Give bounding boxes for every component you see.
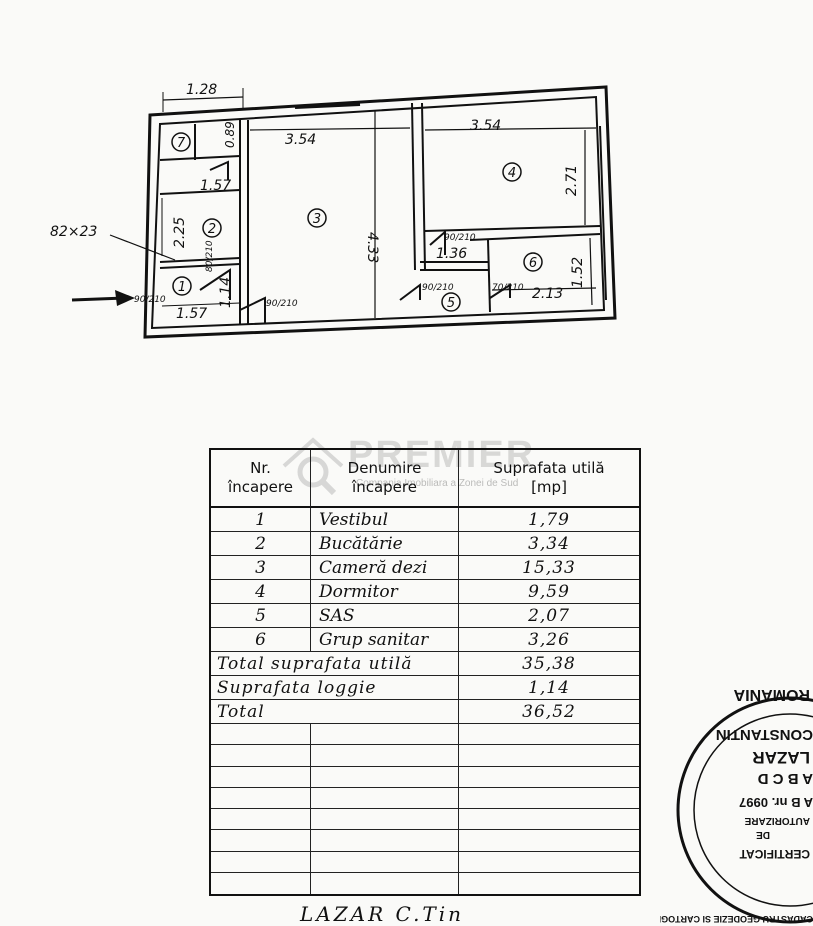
- row-6-nr: 6: [211, 628, 311, 652]
- row-3-area: 15,33: [459, 556, 639, 580]
- door-label-sas: 90/210: [422, 283, 454, 293]
- room-number-5: 5: [447, 296, 455, 311]
- room-number-7: 7: [177, 136, 186, 151]
- door-label-bedroom: 90/210: [444, 233, 476, 243]
- row-2-nr: 2: [211, 532, 311, 556]
- dim-2-71: 2.71: [564, 165, 580, 196]
- total-useful-label: Total suprafata utilă: [211, 652, 459, 676]
- inner-wall: [150, 95, 606, 330]
- room-number-6: 6: [529, 256, 537, 271]
- dim-1-52: 1.52: [570, 257, 586, 288]
- total-useful-value: 35,38: [459, 652, 639, 676]
- header-suprafata: Suprafata utilă[mp]: [459, 450, 639, 508]
- room-number-3: 3: [313, 212, 321, 227]
- empty-cell: [311, 766, 459, 788]
- row-6-name: Grup sanitar: [311, 628, 459, 652]
- header-nr: Nr.încapere: [211, 450, 311, 508]
- loggia-area-value: 1,14: [459, 676, 639, 700]
- empty-cell: [211, 851, 311, 873]
- stamp-line-ring: CADASTRU GEODEZIE SI CARTOGRAFIE: [660, 914, 813, 924]
- empty-cell: [211, 872, 311, 894]
- row-4-nr: 4: [211, 580, 311, 604]
- row-1-name: Vestibul: [311, 508, 459, 532]
- empty-cell: [311, 851, 459, 873]
- dim-3-54-right: 3.54: [470, 118, 501, 134]
- empty-cell: [311, 830, 459, 852]
- row-5-nr: 5: [211, 604, 311, 628]
- row-2-area: 3,34: [459, 532, 639, 556]
- cadastral-stamp: ROMANIA CONSTANTIN LAZAR A B C D A B nr.…: [660, 686, 813, 924]
- row-1-area: 1,79: [459, 508, 639, 532]
- room-number-1: 1: [178, 280, 186, 295]
- empty-cell: [211, 830, 311, 852]
- stamp-line-de: DE: [756, 829, 770, 840]
- dim-2-13: 2.13: [532, 286, 563, 302]
- empty-cell: [459, 767, 639, 788]
- stamp-line-constantin: CONSTANTIN: [716, 726, 813, 743]
- door-label-entry: 90/210: [134, 295, 166, 305]
- empty-cell: [211, 809, 311, 831]
- dim-1-28: 1.28: [186, 82, 217, 98]
- room-number-2: 2: [208, 222, 216, 237]
- grand-total-label: Total: [211, 700, 459, 724]
- stamp-line-certificat: CERTIFICAT: [739, 847, 810, 861]
- empty-cell: [459, 745, 639, 767]
- outer-wall: [143, 85, 617, 339]
- stamp-line-romania: ROMANIA: [733, 686, 810, 703]
- row-3-nr: 3: [211, 556, 311, 580]
- dim-1-36: 1.36: [436, 246, 467, 262]
- row-5-name: SAS: [311, 604, 459, 628]
- dim-4-33: 4.33: [364, 232, 380, 263]
- row-4-name: Dormitor: [311, 580, 459, 604]
- empty-cell: [311, 872, 459, 894]
- dim-1-57-bottom: 1.57: [176, 306, 207, 322]
- stamp-line-lazar: LAZAR: [752, 748, 810, 767]
- door-label-bath: 70/210: [492, 283, 524, 293]
- row-6-area: 3,26: [459, 628, 639, 652]
- duct-label: 82×23: [50, 224, 97, 240]
- empty-cell: [459, 830, 639, 852]
- stamp-line-autorizare: AUTORIZARE: [744, 815, 810, 826]
- loggia-area-label: Suprafata loggie: [211, 676, 459, 700]
- empty-cell: [311, 745, 459, 767]
- stamp-line-abcd: A B C D: [758, 770, 813, 787]
- row-3-name: Cameră dezi: [311, 556, 459, 580]
- empty-cell: [459, 724, 639, 746]
- dim-1-57-top: 1.57: [200, 178, 231, 194]
- room-number-4: 4: [508, 166, 516, 181]
- dim-3-54-left: 3.54: [285, 132, 316, 148]
- empty-cell: [459, 852, 639, 873]
- empty-cell: [211, 766, 311, 788]
- entrance-arrow: [71, 290, 135, 306]
- empty-cell: [311, 724, 459, 746]
- floor-plan: 7 2 3 4 5 6 1 1.28 3.54 3.54 2.71 4.33 2…: [50, 82, 617, 339]
- empty-cell: [459, 873, 639, 894]
- empty-cell: [211, 745, 311, 767]
- dim-1-14: 1.14: [218, 277, 234, 308]
- empty-cell: [459, 788, 639, 809]
- empty-cell: [211, 724, 311, 746]
- dim-0-89: 0.89: [223, 121, 237, 148]
- row-1-nr: 1: [211, 508, 311, 532]
- row-4-area: 9,59: [459, 580, 639, 604]
- empty-cell: [211, 787, 311, 809]
- dim-2-25: 2.25: [172, 217, 188, 248]
- row-5-area: 2,07: [459, 604, 639, 628]
- signature: LAZAR C.Tin: [300, 902, 465, 926]
- row-2-name: Bucătărie: [311, 532, 459, 556]
- door-label-living: 90/210: [266, 299, 298, 309]
- door-label-kitchen: 80/210: [205, 240, 215, 272]
- grand-total-value: 36,52: [459, 700, 639, 724]
- empty-cell: [311, 787, 459, 809]
- empty-cell: [459, 809, 639, 831]
- stamp-line-nr: A B nr. 0997: [739, 795, 813, 810]
- empty-cell: [311, 809, 459, 831]
